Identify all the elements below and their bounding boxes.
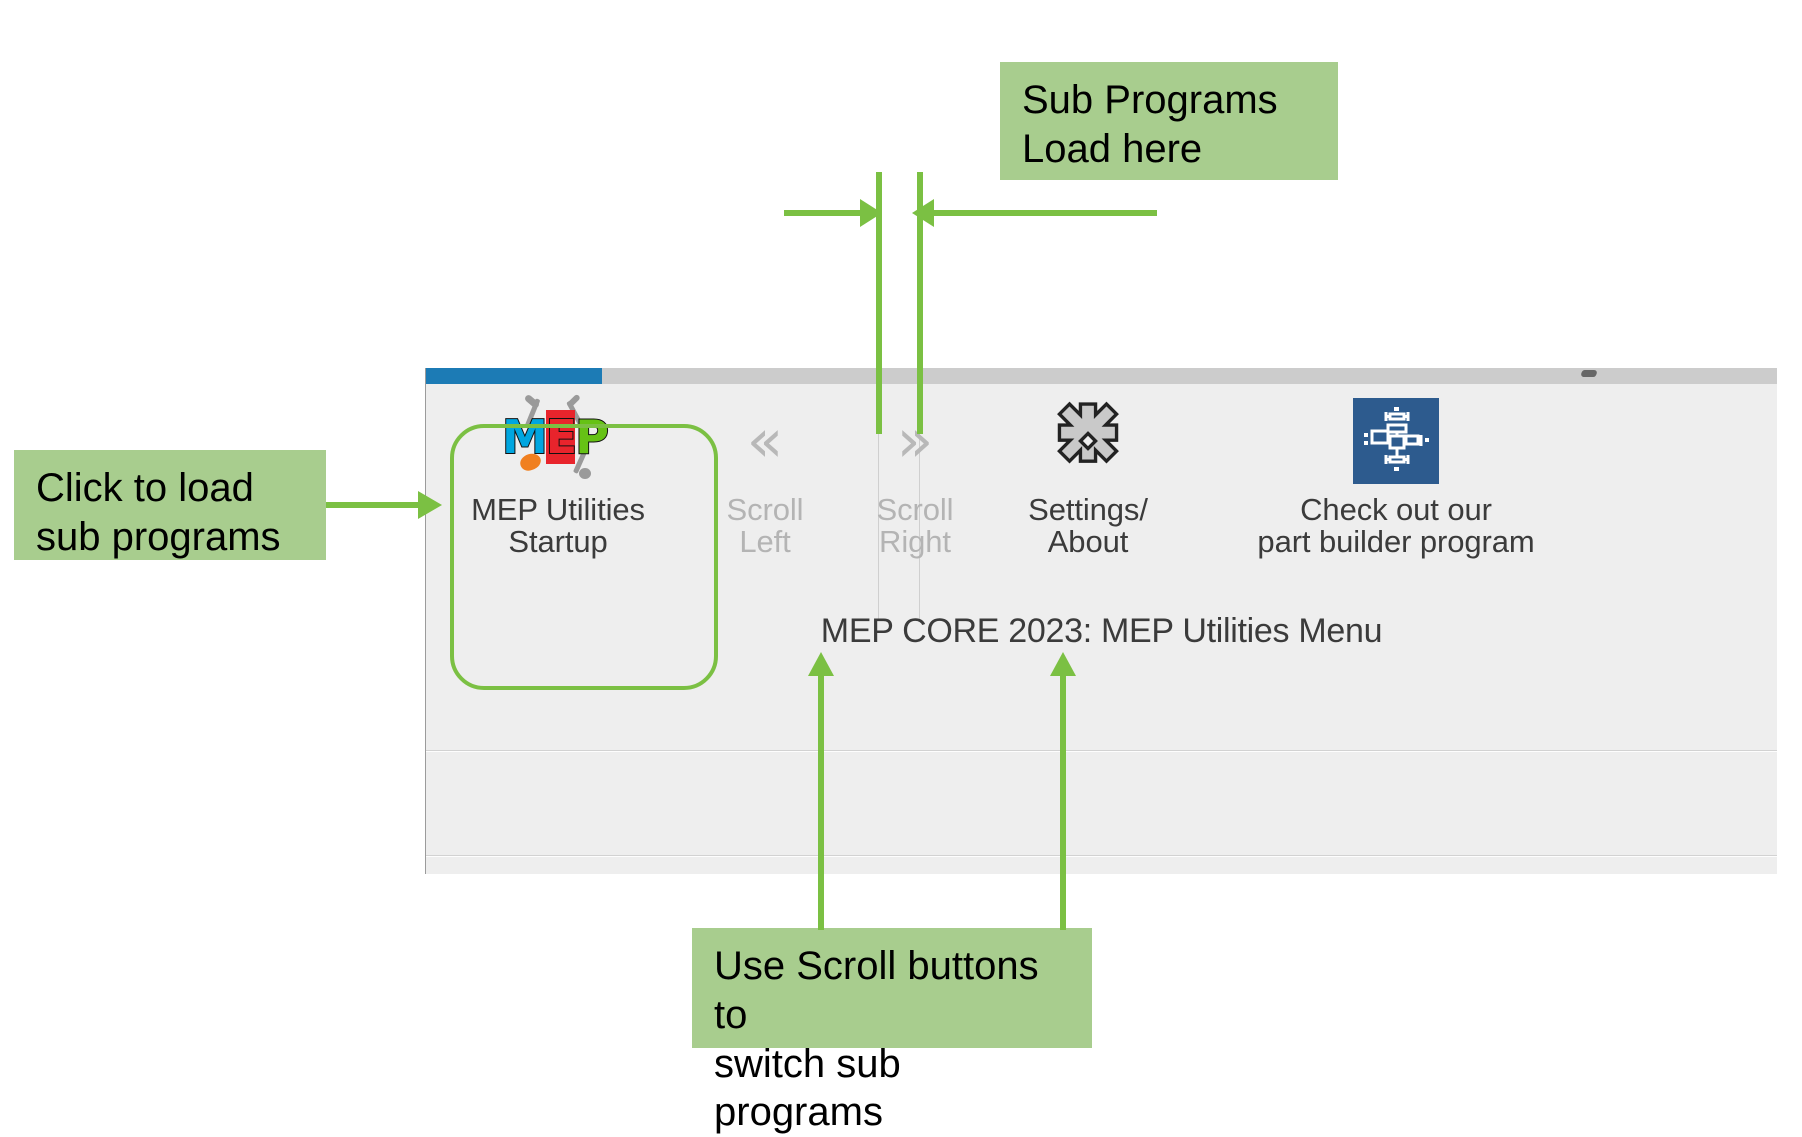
- part-builder-icon: [1344, 398, 1448, 484]
- panel-separator-right: [919, 384, 920, 620]
- arrow-head-right-pointing: [860, 199, 882, 227]
- ribbon-button-label: Check out our part builder program: [1257, 492, 1535, 559]
- gear-icon: [1038, 398, 1138, 484]
- ribbon-button-scroll-left[interactable]: « Scroll Left: [690, 384, 840, 557]
- arrow-shaft-startup: [326, 502, 422, 508]
- panel-caption: MEP CORE 2023: MEP Utilities Menu: [820, 612, 1383, 650]
- mep-logo-icon: MEP: [494, 393, 622, 484]
- arrow-shaft-left: [784, 210, 874, 216]
- ribbon-button-part-builder[interactable]: Check out our part builder program: [1186, 384, 1606, 557]
- ribbon-tab-strip: [426, 368, 1777, 384]
- panel-divider-lower: [426, 855, 1777, 856]
- double-chevron-right-icon: »: [896, 406, 934, 476]
- ribbon-button-label: Scroll Right: [876, 492, 954, 559]
- callout-use-scroll-buttons: Use Scroll buttons to switch sub program…: [692, 928, 1092, 1134]
- panel-divider-upper: [426, 750, 1777, 751]
- arrow-head-left-pointing: [912, 199, 934, 227]
- callout-sub-programs-load-here: Sub Programs Load here: [1000, 62, 1338, 180]
- ribbon-button-scroll-right[interactable]: » Scroll Right: [840, 384, 990, 557]
- ribbon-window: MEP MEP Utilities Startup « Scroll Left …: [425, 368, 1777, 874]
- ribbon-button-settings-about[interactable]: Settings/ About: [990, 384, 1186, 557]
- ribbon-button-label: Scroll Left: [726, 492, 804, 559]
- ribbon-active-tab[interactable]: [426, 368, 602, 384]
- ribbon-button-label: MEP Utilities Startup: [471, 492, 645, 559]
- callout-click-to-load-sub-programs: Click to load sub programs: [14, 450, 326, 560]
- ribbon-button-row: MEP MEP Utilities Startup « Scroll Left …: [426, 384, 1606, 614]
- ribbon-button-mep-utilities-startup[interactable]: MEP MEP Utilities Startup: [426, 384, 690, 557]
- arrow-shaft-right: [925, 210, 1157, 216]
- double-chevron-left-icon: «: [746, 406, 784, 476]
- panel-separator-left: [878, 384, 879, 620]
- ribbon-button-label: Settings/ About: [1028, 492, 1148, 559]
- ribbon-panel: MEP MEP Utilities Startup « Scroll Left …: [426, 384, 1777, 670]
